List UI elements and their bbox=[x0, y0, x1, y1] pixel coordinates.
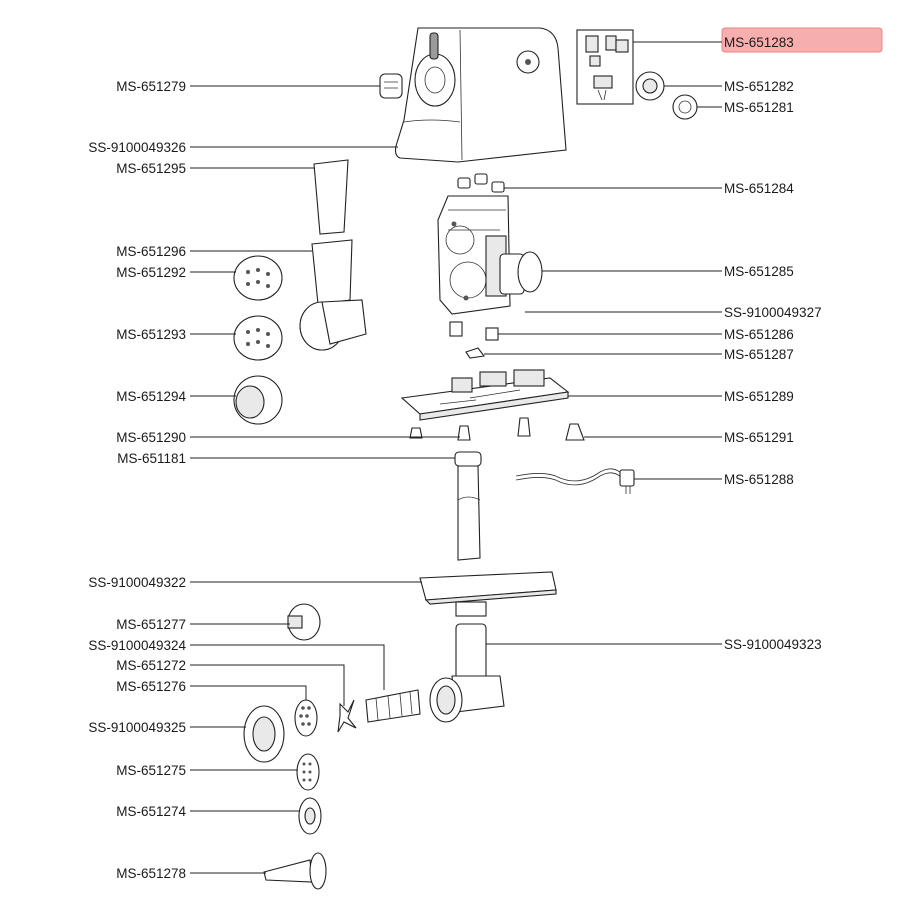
circuit-board-drawing bbox=[400, 369, 570, 421]
part-label[interactable]: MS-651296 bbox=[116, 244, 186, 259]
part-label[interactable]: MS-651286 bbox=[724, 327, 794, 342]
plate-medium-drawing bbox=[296, 753, 320, 791]
part-label[interactable]: MS-651294 bbox=[116, 389, 186, 404]
part-label[interactable]: MS-651281 bbox=[724, 100, 794, 115]
pusher-drawing bbox=[454, 451, 482, 561]
part-label[interactable]: MS-651282 bbox=[724, 79, 794, 94]
mincing-head-drawing bbox=[429, 623, 505, 723]
power-cord-drawing bbox=[515, 468, 635, 494]
knife-drawing bbox=[337, 699, 357, 733]
part-label[interactable]: MS-651295 bbox=[116, 161, 186, 176]
part-label-highlighted[interactable]: MS-651283 bbox=[724, 35, 794, 50]
highlight-box bbox=[721, 27, 883, 53]
part-label[interactable]: MS-651275 bbox=[116, 763, 186, 778]
part-illustrations bbox=[233, 27, 698, 890]
motor-housing-drawing bbox=[394, 27, 567, 163]
part-label[interactable]: MS-651285 bbox=[724, 264, 794, 279]
knob-drawing bbox=[379, 73, 403, 99]
adapter-drawing bbox=[287, 603, 321, 641]
part-label[interactable]: MS-651278 bbox=[116, 866, 186, 881]
part-label[interactable]: MS-651287 bbox=[724, 347, 794, 362]
part-label[interactable]: MS-651274 bbox=[116, 804, 186, 819]
plate-fine-drawing bbox=[298, 797, 322, 835]
part-label[interactable]: SS-9100049322 bbox=[88, 575, 186, 590]
part-label[interactable]: MS-651272 bbox=[116, 658, 186, 673]
part-label[interactable]: SS-9100049327 bbox=[724, 305, 822, 320]
part-label[interactable]: MS-651181 bbox=[117, 451, 186, 466]
part-label[interactable]: MS-651288 bbox=[724, 472, 794, 487]
part-label[interactable]: MS-651277 bbox=[116, 617, 186, 632]
sausage-nozzle-drawing bbox=[263, 852, 327, 890]
ring-drawings bbox=[635, 71, 698, 120]
tray-drawing bbox=[419, 571, 557, 617]
caps-drawing bbox=[457, 173, 505, 193]
part-label[interactable]: SS-9100049325 bbox=[88, 720, 186, 735]
feet-drawing bbox=[409, 417, 585, 441]
part-label[interactable]: MS-651293 bbox=[116, 327, 186, 342]
switch-assembly-drawing bbox=[576, 29, 634, 105]
part-label[interactable]: MS-651276 bbox=[116, 679, 186, 694]
part-label[interactable]: SS-9100049323 bbox=[724, 637, 822, 652]
clips-drawing bbox=[449, 321, 499, 359]
slicer-parts-drawing bbox=[233, 159, 367, 425]
part-label[interactable]: MS-651289 bbox=[724, 389, 794, 404]
part-label[interactable]: SS-9100049326 bbox=[88, 140, 186, 155]
part-label[interactable]: MS-651292 bbox=[116, 265, 186, 280]
part-label[interactable]: MS-651291 bbox=[724, 430, 794, 445]
part-label[interactable]: SS-9100049324 bbox=[88, 638, 186, 653]
leader-lines bbox=[190, 41, 722, 874]
part-label[interactable]: MS-651284 bbox=[724, 181, 794, 196]
part-label[interactable]: MS-651290 bbox=[116, 430, 186, 445]
auger-drawing bbox=[365, 689, 421, 723]
plate-coarse-drawing bbox=[294, 699, 318, 737]
gearbox-drawing bbox=[437, 195, 543, 315]
part-labels: MS-651279 SS-9100049326 MS-651295 MS-651… bbox=[88, 35, 821, 881]
part-label[interactable]: MS-651279 bbox=[116, 79, 186, 94]
ring-nut-drawing bbox=[243, 705, 285, 763]
